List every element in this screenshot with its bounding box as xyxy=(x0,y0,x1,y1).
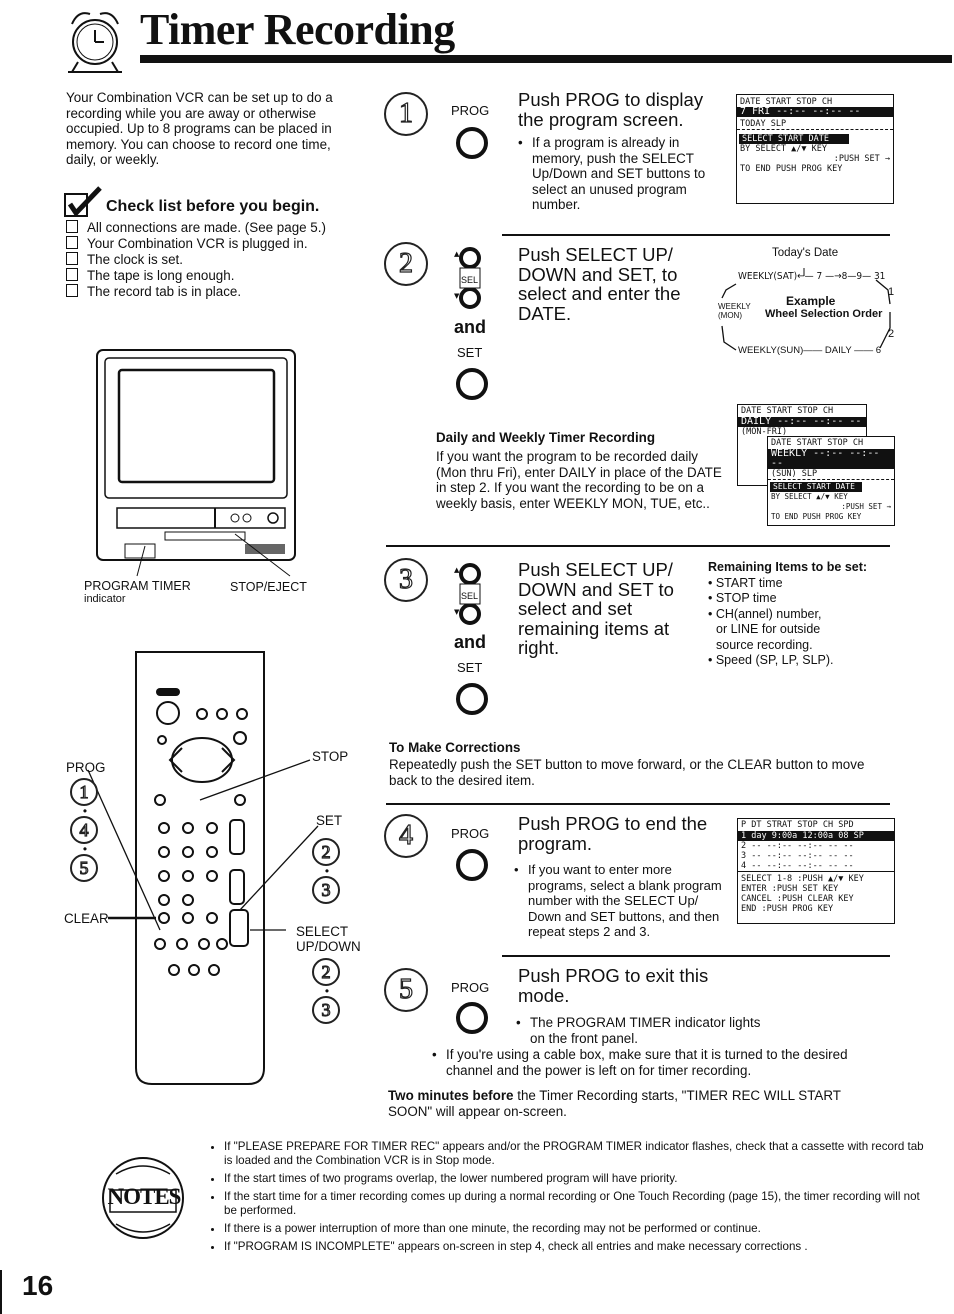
remote-step-badges-left: 1 • 4 • 5 xyxy=(70,778,100,882)
step-1-note: •If a program is already in memory, push… xyxy=(518,135,706,212)
checkbox-icon xyxy=(66,268,78,281)
checklist-item: Your Combination VCR is plugged in. xyxy=(66,236,326,252)
alarm-clock-icon xyxy=(58,4,132,76)
step-4-badge: 4 xyxy=(384,814,428,858)
remote-control-illustration xyxy=(130,648,270,1088)
divider xyxy=(502,955,890,957)
step-5-note-2: •If you're using a cable box, make sure … xyxy=(432,1047,848,1078)
svg-text:▼: ▼ xyxy=(454,608,460,616)
step-2-badge: 2 xyxy=(384,242,428,286)
step-2-title: Push SELECT UP/ DOWN and SET, to select … xyxy=(518,244,681,324)
daily-weekly-body: If you want the program to be recorded d… xyxy=(436,449,722,511)
remote-leader-lines xyxy=(60,740,360,980)
wheel-num-2: 2 xyxy=(888,328,895,340)
set-button-label: SET xyxy=(457,345,483,360)
sel-label: SEL xyxy=(461,591,479,601)
svg-text:▲: ▲ xyxy=(454,250,460,258)
divider xyxy=(502,234,890,236)
checkbox-icon xyxy=(66,284,78,297)
notes-label: NOTES xyxy=(107,1184,182,1209)
select-updown-button-icon: ▲ ▼ xyxy=(452,562,492,626)
prog-button-icon xyxy=(456,849,488,881)
note-item: If the start time for a timer recording … xyxy=(224,1190,924,1218)
remote-step-badges-select: 2 • 3 xyxy=(312,958,342,1024)
note-item: If the start times of two programs overl… xyxy=(224,1172,924,1186)
daily-weekly-heading: Daily and Weekly Timer Recording xyxy=(436,430,656,445)
corrections-heading: To Make Corrections xyxy=(389,740,521,755)
step-5-badge: 5 xyxy=(384,968,428,1012)
checkmark-icon xyxy=(64,186,104,218)
stop-label: STOP xyxy=(312,749,349,764)
checklist-item: The record tab is in place. xyxy=(66,284,326,300)
page-title: Timer Recording xyxy=(140,5,455,54)
wheel-example: Example xyxy=(786,294,836,308)
osd-program-screen: DATE START STOP CH 7 FRI --:-- --:-- -- … xyxy=(736,94,894,204)
wheel-bottom-row: WEEKLY(SUN)—— DAILY —— 6 xyxy=(738,345,882,356)
set-button-icon xyxy=(456,368,488,400)
checklist-item: The clock is set. xyxy=(66,252,326,268)
wheel-num-1: 1 xyxy=(888,286,895,298)
step-1-title: Push PROG to display the program screen. xyxy=(518,89,704,130)
checkbox-icon xyxy=(66,220,78,233)
margin-rule xyxy=(0,1270,2,1314)
title-rule xyxy=(140,55,952,63)
checklist-heading: Check list before you begin. xyxy=(106,198,320,215)
notes-badge xyxy=(100,1152,186,1244)
stop-eject-label: STOP/EJECT xyxy=(230,580,307,594)
notes-list: If "PLEASE PREPARE FOR TIMER REC" appear… xyxy=(206,1140,924,1258)
sel-label: SEL xyxy=(461,275,479,285)
prog-button-label: PROG xyxy=(451,980,490,995)
note-item: If "PROGRAM IS INCOMPLETE" appears on-sc… xyxy=(224,1240,924,1254)
set-button-label: SET xyxy=(457,660,483,675)
checkbox-icon xyxy=(66,236,78,249)
step-3-title: Push SELECT UP/ DOWN and SET to select a… xyxy=(518,559,674,658)
step-5-note-1: •The PROGRAM TIMER indicator lights on t… xyxy=(516,1015,761,1046)
prog-button-icon xyxy=(456,1002,488,1034)
step-3-badge: 3 xyxy=(384,558,428,602)
corrections-body: Repeatedly push the SET button to move f… xyxy=(389,757,865,788)
remaining-items: Remaining Items to be set: • START time … xyxy=(708,560,868,667)
svg-text:▼: ▼ xyxy=(454,292,460,300)
osd-program-list: P DT STRAT STOP CH SPD 1 day 9:00a 12:00… xyxy=(737,818,895,924)
osd-weekly-screen: DATE START STOP CH WEEKLY --:-- --:-- --… xyxy=(767,436,895,526)
remote-step-badges-set: 2 • 3 xyxy=(312,838,342,904)
prog-label: PROG xyxy=(66,760,106,775)
set-label: SET xyxy=(316,813,343,828)
intro-paragraph: Your Combination VCR can be set up to do… xyxy=(66,90,333,167)
page-number: 16 xyxy=(22,1270,54,1301)
select-updown-button-icon: ▲ ▼ xyxy=(452,246,492,310)
wheel-order-label: Wheel Selection Order xyxy=(765,308,883,320)
checklist: All connections are made. (See page 5.) … xyxy=(66,220,326,300)
and-label: and xyxy=(454,317,487,337)
note-item: If there is a power interruption of more… xyxy=(224,1222,924,1236)
divider xyxy=(386,545,890,547)
prog-button-label: PROG xyxy=(451,103,490,118)
note-item: If "PLEASE PREPARE FOR TIMER REC" appear… xyxy=(224,1140,924,1168)
prog-button-icon xyxy=(456,127,488,159)
wheel-diagram-lines xyxy=(716,268,896,358)
step-4-title: Push PROG to end the program. xyxy=(518,813,708,854)
checklist-item: The tape is long enough. xyxy=(66,268,326,284)
and-label: and xyxy=(454,632,487,652)
checkbox-icon xyxy=(66,252,78,265)
todays-date-label: Today's Date xyxy=(772,247,839,259)
prog-button-label: PROG xyxy=(451,826,490,841)
wheel-weekly-mon: WEEKLY (MON) xyxy=(718,302,751,320)
clear-label: CLEAR xyxy=(64,911,109,926)
svg-text:▲: ▲ xyxy=(454,566,460,574)
set-button-icon xyxy=(456,683,488,715)
step-4-note: •If you want to enter more programs, sel… xyxy=(514,862,722,939)
step-1-badge: 1 xyxy=(384,92,428,136)
divider xyxy=(386,803,890,805)
step-5-title: Push PROG to exit this mode. xyxy=(518,965,709,1006)
two-minutes-note: Two minutes before the Timer Recording s… xyxy=(388,1088,841,1119)
checklist-item: All connections are made. (See page 5.) xyxy=(66,220,326,236)
wheel-top-row: WEEKLY(SAT)←— 7 —→8—9— 31 xyxy=(738,271,886,282)
tv-vcr-illustration xyxy=(95,348,300,578)
